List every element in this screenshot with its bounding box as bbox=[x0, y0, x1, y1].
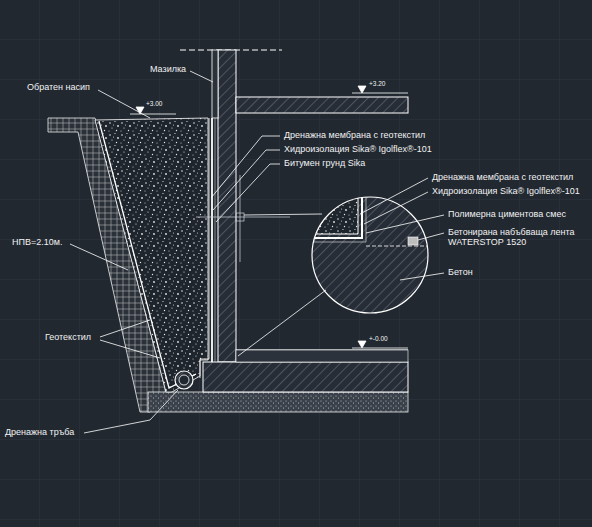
bitumen-primer bbox=[215, 118, 216, 362]
leader-lines bbox=[70, 71, 444, 433]
layer-label: Хидроизолация Sika® Igolflex®-101 bbox=[284, 144, 432, 154]
geotextile-line bbox=[99, 121, 196, 388]
cad-cursor bbox=[196, 175, 290, 262]
detail-label: Дренажна мембрана с геотекстил bbox=[432, 172, 573, 182]
level-mark: +3.20 bbox=[369, 80, 385, 87]
gravel-backfill bbox=[95, 118, 208, 392]
layer-label: Битумен грунд Sika bbox=[284, 158, 365, 168]
waterproofing-layer bbox=[211, 118, 213, 362]
screed bbox=[236, 350, 408, 362]
water-level-label: НПВ=2.10м. bbox=[12, 237, 62, 247]
level-mark: +3.00 bbox=[146, 100, 162, 107]
level-mark: +-0.00 bbox=[369, 335, 388, 342]
detail-leaders bbox=[238, 214, 326, 356]
base-slab bbox=[203, 362, 408, 392]
detail-circle bbox=[312, 197, 428, 313]
detail-view bbox=[300, 180, 430, 313]
geotextile-label: Геотекстил bbox=[45, 332, 91, 342]
detail-label: Бетонирана набъбваща лента WATERSTOP 152… bbox=[448, 227, 586, 248]
detail-label: Полимерна циментова смес bbox=[448, 209, 566, 219]
drain-membrane bbox=[200, 118, 209, 378]
layer-label: Дренажна мембрана с геотекстил bbox=[284, 130, 425, 140]
lean-concrete bbox=[148, 392, 408, 412]
drain-pipe bbox=[175, 371, 193, 389]
plaster bbox=[212, 50, 218, 118]
detail-label: Хидроизолация Sika® Igolflex®-101 bbox=[432, 186, 580, 196]
detail-label: Бетон bbox=[448, 267, 473, 277]
drain-pipe-bore bbox=[179, 375, 189, 385]
fill-label: Обратен насип bbox=[27, 82, 90, 92]
drain-label: Дренажна тръба bbox=[5, 427, 74, 437]
floor-slab bbox=[236, 97, 408, 113]
plaster-label: Мазилка bbox=[150, 64, 186, 74]
concrete-wall bbox=[218, 50, 236, 362]
